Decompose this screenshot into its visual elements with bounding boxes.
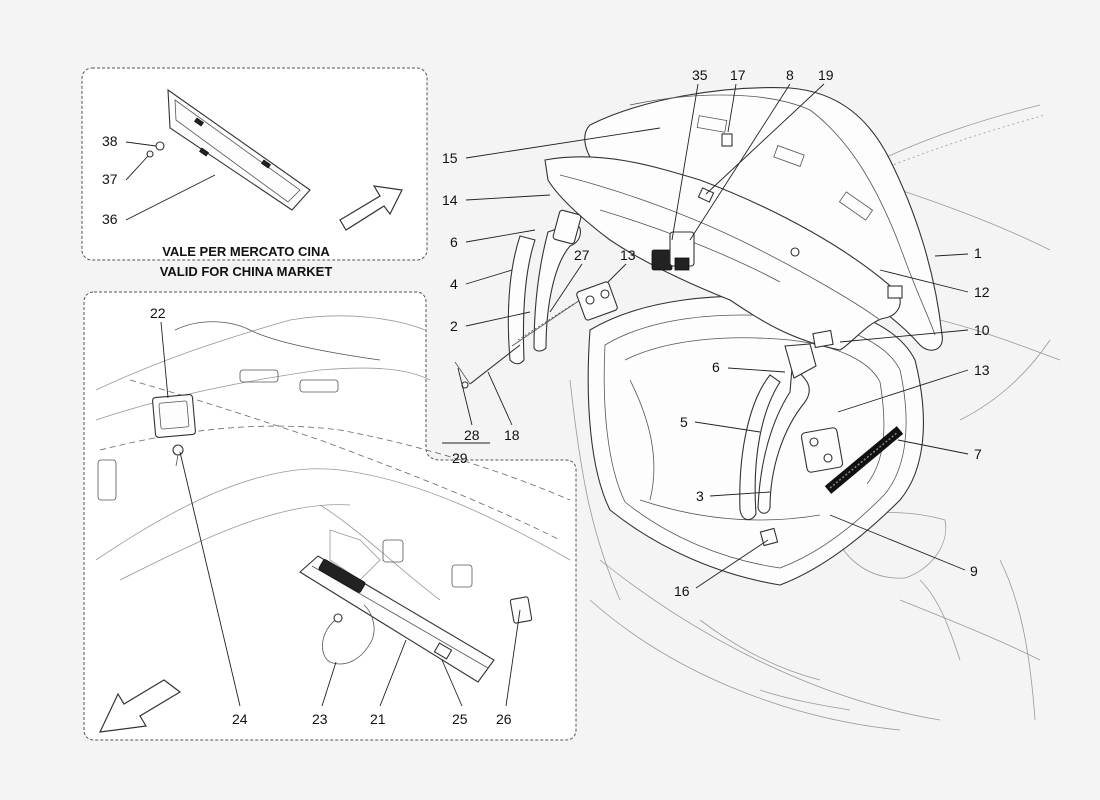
callout-36[interactable]: 36 [102,211,118,227]
callout-8[interactable]: 8 [786,67,794,83]
leader-lines [442,83,969,589]
callout-1[interactable]: 1 [974,245,982,261]
callout-9[interactable]: 9 [970,563,978,579]
callout-29[interactable]: 29 [452,450,468,466]
callout-12[interactable]: 12 [974,284,990,300]
callout-7[interactable]: 7 [974,446,982,462]
callout-18[interactable]: 18 [504,427,520,443]
callout-15[interactable]: 15 [442,150,458,166]
callout-13-left[interactable]: 13 [620,247,636,263]
callout-2[interactable]: 2 [450,318,458,334]
right-hinge-assembly [739,343,904,547]
callout-37[interactable]: 37 [102,171,118,187]
callout-3[interactable]: 3 [696,488,704,504]
trunk-lid [544,87,943,351]
market-note-line1: VALE PER MERCATO CINA [162,244,330,259]
arrow-up-right-icon [339,185,403,231]
left-hinge-assembly [454,209,618,389]
market-note-line2: VALID FOR CHINA MARKET [160,264,333,279]
callout-14[interactable]: 14 [442,192,458,208]
callout-25[interactable]: 25 [452,711,468,727]
callout-27[interactable]: 27 [574,247,590,263]
callout-6-left[interactable]: 6 [450,234,458,250]
callout-26[interactable]: 26 [496,711,512,727]
callout-28[interactable]: 28 [464,427,480,443]
callout-24[interactable]: 24 [232,711,248,727]
callout-38[interactable]: 38 [102,133,118,149]
arrow-down-left-icon [98,679,182,733]
callout-16[interactable]: 16 [674,583,690,599]
car-body-outline [569,104,1061,731]
callout-6-right[interactable]: 6 [712,359,720,375]
callout-22[interactable]: 22 [150,305,166,321]
callout-35[interactable]: 35 [692,67,708,83]
bumper-inset [83,291,577,741]
callout-labels: 35 17 8 19 15 14 6 4 2 27 13 28 18 29 1 … [102,67,990,727]
callout-21[interactable]: 21 [370,711,386,727]
callout-5[interactable]: 5 [680,414,688,430]
callout-17[interactable]: 17 [730,67,746,83]
callout-4[interactable]: 4 [450,276,458,292]
callout-10[interactable]: 10 [974,322,990,338]
china-market-inset [81,67,428,261]
callout-23[interactable]: 23 [312,711,328,727]
callout-13-right[interactable]: 13 [974,362,990,378]
callout-19[interactable]: 19 [818,67,834,83]
